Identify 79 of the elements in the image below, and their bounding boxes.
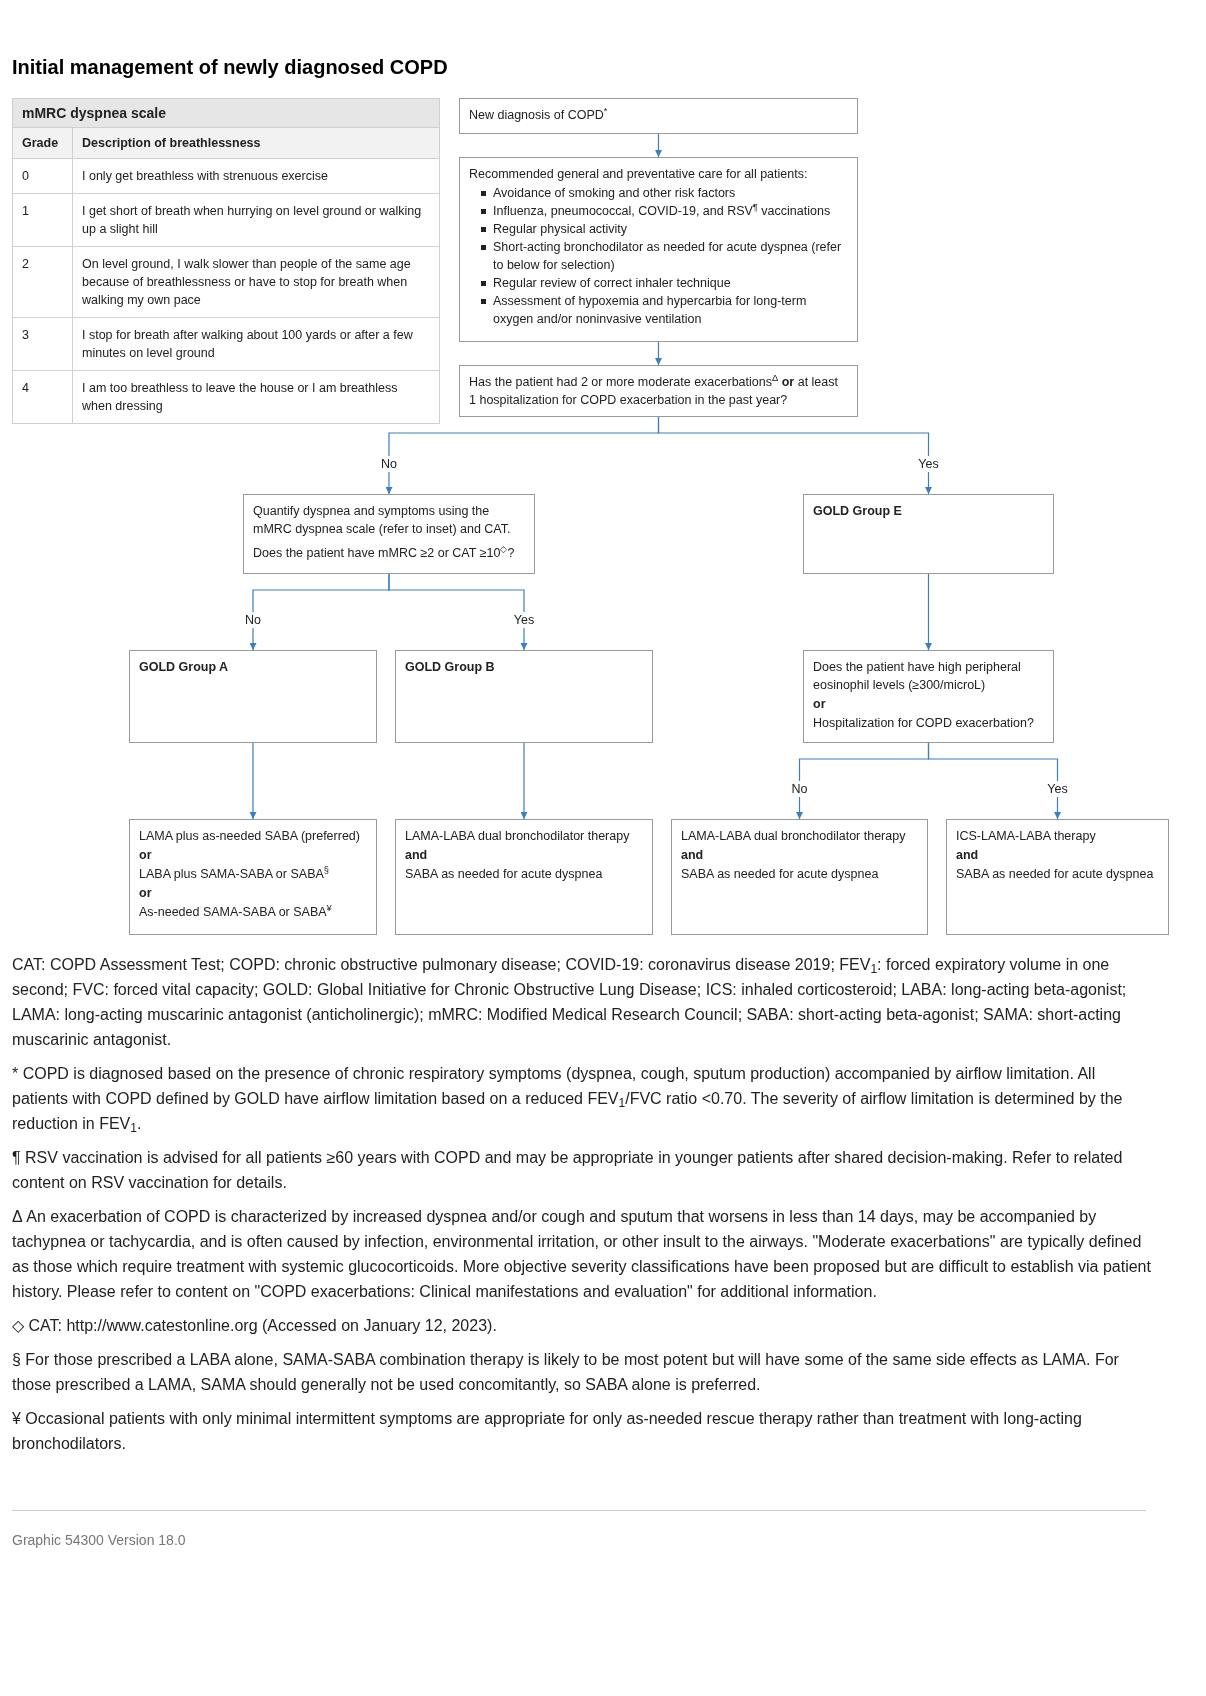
bullet-text: Influenza, pneumococcal, COVID-19, and RSV$^{¶}$ vaccinations [493, 202, 831, 220]
arrow [388, 573, 528, 651]
treatment-box [946, 819, 1169, 935]
group-box [803, 494, 1054, 574]
grade-cell: 3 [13, 318, 73, 371]
decision-box [243, 494, 535, 574]
box-text: Hospitalization for COPD exacerbation? [813, 715, 1035, 732]
bullet-text: Regular physical activity [493, 221, 628, 238]
edge-label: No [789, 781, 810, 797]
graphic-version: Graphic 54300 Version 18.0 [12, 1531, 186, 1550]
box-text: LABA plus SAMA-SABA or SABA$^{§}$ [139, 865, 331, 883]
footnote: ¶ RSV vaccination is advised for all patients ≥60 years with COPD and may be appropriate in younger patients after shared decision-making. Refer to related content on RSV vaccination for details. [12, 1148, 1124, 1193]
box-text: and [956, 847, 980, 864]
treatment-box [129, 819, 377, 935]
grade-cell: 4 [13, 371, 73, 423]
treatment-box [395, 819, 653, 935]
box-text: SABA as needed for acute dyspnea [956, 866, 1155, 883]
edge-label: Yes [1045, 781, 1070, 797]
header-cell: Description of breathlessness [73, 128, 439, 159]
start-box [459, 98, 858, 134]
box-text: Has the patient had 2 or more moderate exacerbations$^{Δ}$ or at least 1 hospitalization for COPD exacerbation in the past year? [469, 373, 839, 409]
box-text: or [139, 885, 153, 902]
description-cell: I stop for breath after walking about 100 yards or after a few minutes on level ground [73, 318, 439, 371]
edge-label: No [379, 455, 399, 472]
edge-label: No [243, 612, 263, 628]
box-text: GOLD Group E [813, 503, 903, 520]
box-text: Does the patient have high peripheral eosinophil levels (≥300/microL) [813, 659, 1022, 694]
description-cell: I get short of breath when hurrying on level ground or walking up a slight hill [73, 194, 439, 247]
box-text: LAMA-LABA dual bronchodilator therapy [681, 828, 907, 845]
decision-box [459, 365, 858, 417]
header-cell: Grade [13, 128, 73, 159]
box-text: New diagnosis of COPD$^{*}$ [469, 106, 609, 124]
decision-box [803, 650, 1054, 743]
box-text: GOLD Group B [405, 659, 496, 676]
box-text: SABA as needed for acute dyspnea [681, 866, 880, 883]
box-text: and [405, 847, 429, 864]
box-text: Quantify dyspnea and symptoms using the mMRC dyspnea scale (refer to inset) and CAT. [253, 503, 512, 538]
box-text: As-needed SAMA-SABA or SABA$^{¥}$ [139, 903, 333, 921]
arrow [927, 742, 1061, 820]
process-box [459, 157, 858, 342]
box-text: Does the patient have mMRC ≥2 or CAT ≥10$^{◇}$? [253, 544, 516, 562]
arrow [655, 341, 662, 366]
grade-cell: 2 [13, 247, 73, 318]
box-text: and [681, 847, 705, 864]
bullet-text: Short-acting bronchodilator as needed for acute dyspnea (refer to below for selection) [493, 239, 843, 274]
edge-label: Yes [916, 455, 941, 472]
description-cell: I only get breathless with strenuous exercise [73, 159, 439, 194]
box-text: LAMA plus as-needed SABA (preferred) [139, 828, 361, 845]
description-cell-text: I am too breathless to leave the house or I am breathless when dressing [81, 380, 399, 415]
arrow [520, 742, 528, 820]
box-text: or [139, 847, 153, 864]
box-text: LAMA-LABA dual bronchodilator therapy [405, 828, 631, 845]
arrow [657, 416, 932, 495]
box-text: or [813, 696, 827, 713]
footnote: ¥ Occasional patients with only minimal intermittent symptoms are appropriate for only as-needed rescue therapy rather than treatment with long-acting bronchodilators. [12, 1409, 1083, 1454]
arrow [249, 742, 257, 820]
box-text: GOLD Group A [139, 659, 230, 676]
group-box [129, 650, 377, 743]
footnote: CAT: COPD Assessment Test; COPD: chronic obstructive pulmonary disease; COVID-19: coronavirus disease 2019; FEV$_{1}$: forced expiratory volume in one second; FVC: forced vital capacity; GOLD: Global Initiative for Chronic Obstructive Lung Disease; ICS: inhaled corticosteroid; LABA: long-acting beta-agonist; LAMA: long-acting muscarinic antagonist (anticholinergic); mMRC: Modified Medical Research Council; SABA: short-acting beta-agonist; SAMA: short-acting muscarinic antagonist. [12, 955, 1128, 1050]
footnote: § For those prescribed a LABA alone, SAMA-SABA combination therapy is likely to be most potent but will have some of the same side effects as LAMA. For those prescribed a LAMA, SAMA should generally not be used concomitantly, so SABA alone is preferred. [12, 1350, 1120, 1395]
treatment-box [671, 819, 928, 935]
box-text: ICS-LAMA-LABA therapy [956, 828, 1097, 845]
bullet-text: Regular review of correct inhaler technique [493, 275, 731, 292]
arrow [655, 133, 662, 158]
group-box [395, 650, 653, 743]
bullet-text: Avoidance of smoking and other risk factors [493, 185, 736, 202]
bullet-text: Assessment of hypoxemia and hypercarbia for long-term oxygen and/or noninvasive ventilation [493, 293, 808, 328]
footnote: * COPD is diagnosed based on the presence of chronic respiratory symptoms (dyspnea, cough, sputum production) accompanied by airflow limitation. All patients with COPD defined by GOLD have airflow limitation based on a reduced FEV$_{1}$/FVC ratio <0.70. The severity of airflow limitation is determined by the reduction in FEV$_{1}$. [12, 1064, 1124, 1136]
box-heading: Recommended general and preventative care for all patients: [469, 166, 809, 183]
footnote: ◇ CAT: http://www.catestonline.org (Accessed on January 12, 2023). [12, 1316, 498, 1336]
description-cell: On level ground, I walk slower than people of the same age because of breathlessness or have to stop for breath when walking my own pace [73, 247, 439, 318]
table-title: mMRC dyspnea scale [13, 99, 439, 128]
grade-cell: 1 [13, 194, 73, 247]
box-text: SABA as needed for acute dyspnea [405, 866, 604, 883]
edge-label: Yes [511, 612, 537, 628]
arrow [925, 573, 932, 651]
page-title: Initial management of newly diagnosed COPD [12, 55, 448, 80]
grade-cell: 0 [13, 159, 73, 194]
footnote: Δ An exacerbation of COPD is characterized by increased dyspnea and/or cough and sputum that worsens in less than 14 days, may be accompanied by tachypnea or tachycardia, and is often caused by infection, environmental irritation, or other insult to the airways. "Moderate exacerbations" are typically defined as those which require treatment with systemic glucocorticoids. More objective severity classifications have been proposed but are difficult to establish via patient history. Please refer to content on "COPD exacerbations: Clinical manifestations and evaluation" for additional information. [12, 1207, 1152, 1302]
